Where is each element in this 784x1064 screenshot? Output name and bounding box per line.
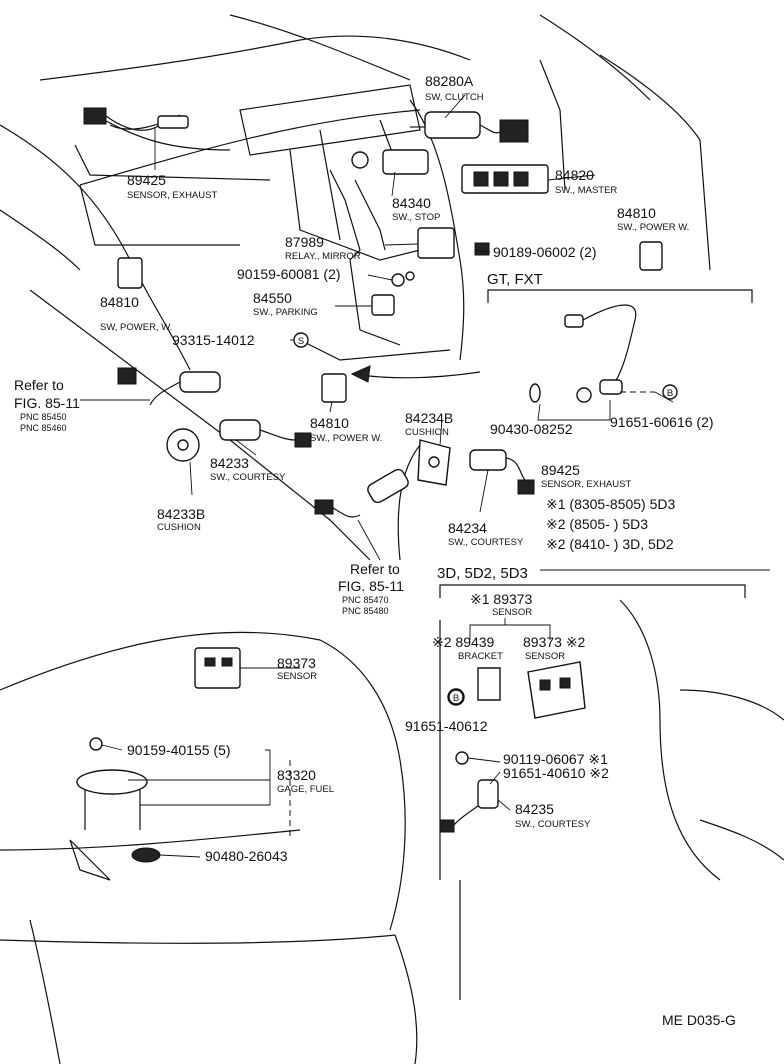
part-desc-87989: RELAY., MIRROR — [285, 251, 361, 262]
part-number-87989: 87989 — [285, 234, 324, 250]
marker-b-lower: B — [448, 689, 464, 705]
part-desc-89373-top: SENSOR — [492, 607, 532, 618]
part-gage-fuel — [69, 737, 161, 881]
part-desc-84810-left: SW, POWER, W. — [100, 322, 172, 333]
part-relay-mirror — [417, 227, 455, 259]
marker-b-lower-label: B — [453, 693, 459, 704]
part-desc-84820: SW., MASTER — [555, 185, 617, 196]
rear-body-right — [439, 599, 784, 1000]
part-desc-84235: SW., COURTESY — [515, 819, 591, 830]
part-sw-courtesy-84235 — [439, 751, 499, 833]
part-number-83320: 83320 — [277, 767, 316, 783]
part-desc-84810-center: SW., POWER W. — [310, 433, 382, 444]
part-number-84234: 84234 — [448, 520, 487, 536]
part-cushion-84233b — [166, 428, 200, 462]
part-sw-courtesy-center — [367, 449, 535, 504]
part-number-84234b: 84234B — [405, 410, 453, 426]
part-number-84235: 84235 — [515, 801, 554, 817]
part-number-91651-40612: 91651-40612 — [405, 718, 488, 734]
part-number-89425-gt: 89425 — [541, 462, 580, 478]
part-sensor-89373-left — [194, 647, 241, 689]
leader-lines — [80, 94, 770, 858]
part-number-84810-center: 84810 — [310, 415, 349, 431]
part-sw-master — [461, 164, 549, 194]
part-gasket-90430 — [529, 383, 541, 403]
marker-s: S — [293, 332, 309, 348]
rear-body-left — [0, 631, 418, 1064]
part-sw-clutch — [410, 111, 529, 143]
part-sw-stop — [351, 149, 429, 175]
part-number-91651-40610: 91651-40610 ※2 — [503, 765, 609, 781]
part-number-84810-left: 84810 — [100, 294, 139, 310]
part-desc-89425-gt: SENSOR, EXHAUST — [541, 479, 631, 490]
part-harness-refer2 — [314, 499, 361, 518]
part-desc-89373-left: SENSOR — [277, 671, 317, 682]
variant-note-3: ※2 (8410- ) 3D, 5D2 — [546, 536, 674, 552]
part-number-90119: 90119-06067 ※1 — [503, 751, 608, 767]
part-desc-84233b: CUSHION — [157, 522, 201, 533]
variant-3d-5d2-5d3: 3D, 5D2, 5D3 — [437, 565, 528, 582]
part-desc-83320: GAGE, FUEL — [277, 784, 334, 795]
part-number-84233: 84233 — [210, 455, 249, 471]
refer-label-2a: Refer to — [350, 561, 400, 577]
part-desc-84233: SW., COURTESY — [210, 472, 286, 483]
variant-gt-fxt: GT, FXT — [487, 271, 543, 288]
part-number-84233b: 84233B — [157, 506, 205, 522]
pnc-85480: PNC 85480 — [342, 606, 389, 616]
marker-s-label: S — [298, 336, 304, 347]
variant-note-1: ※1 (8305-8505) 5D3 — [546, 496, 675, 512]
part-harness-refer1 — [117, 367, 221, 406]
part-desc-88280a: SW, CLUTCH — [425, 92, 484, 103]
pnc-85470: PNC 85470 — [342, 595, 389, 605]
part-number-90159-60081: 90159-60081 (2) — [237, 266, 341, 282]
part-cushion-84234b — [417, 439, 451, 486]
part-desc-84340: SW., STOP — [392, 212, 440, 223]
part-number-84810-right: 84810 — [617, 205, 656, 221]
part-sw-power-w-right — [639, 241, 663, 271]
pnc-85460: PNC 85460 — [20, 423, 67, 433]
diagram-code: ME D035-G — [662, 1012, 736, 1028]
part-sw-power-w-center — [321, 373, 347, 403]
part-number-84550: 84550 — [253, 290, 292, 306]
marker-b-upper-label: B — [667, 388, 673, 399]
part-sensor-exhaust-upper — [83, 107, 189, 131]
part-number-93315: 93315-14012 — [172, 332, 255, 348]
part-desc-84810-right: SW., POWER W. — [617, 222, 689, 233]
part-sensor-exhaust-gt — [564, 304, 655, 403]
refer-label-1b: FIG. 85-11 — [14, 395, 80, 411]
part-number-90189: 90189-06002 (2) — [493, 244, 597, 260]
part-number-90480: 90480-26043 — [205, 848, 288, 864]
marker-b-upper: B — [662, 384, 678, 400]
part-number-89373-top: ※1 89373 — [470, 591, 533, 607]
part-number-89439: ※2 89439 — [432, 634, 495, 650]
part-number-90159-40155: 90159-40155 (5) — [127, 742, 231, 758]
part-number-89373-left: 89373 — [277, 655, 316, 671]
part-clip-90189 — [474, 242, 490, 256]
part-number-84340: 84340 — [392, 195, 431, 211]
part-desc-89373-right: SENSOR — [525, 651, 565, 662]
part-desc-84234: SW., COURTESY — [448, 537, 524, 548]
part-number-89373-right: 89373 ※2 — [523, 634, 586, 650]
part-bolt-90159 — [391, 271, 415, 287]
refer-label-2b: FIG. 85-11 — [338, 578, 404, 594]
part-desc-89425-upper: SENSOR, EXHAUST — [127, 190, 217, 201]
refer-label-1a: Refer to — [14, 377, 64, 393]
part-desc-84234b: CUSHION — [405, 427, 449, 438]
pnc-85450: PNC 85450 — [20, 412, 67, 422]
variant-note-2: ※2 (8505- ) 5D3 — [546, 516, 648, 532]
part-number-88280a: 88280A — [425, 73, 474, 89]
part-sw-courtesy-left — [219, 419, 312, 448]
part-sw-power-w-left — [117, 257, 143, 289]
part-number-91651-60616: 91651-60616 (2) — [610, 414, 714, 430]
part-sensor-89373-right — [527, 661, 586, 719]
part-desc-89439: BRACKET — [458, 651, 503, 662]
part-sw-parking — [371, 294, 395, 316]
part-number-84820: 84820 — [555, 167, 594, 183]
part-desc-84550: SW., PARKING — [253, 307, 318, 318]
part-number-90430: 90430-08252 — [490, 421, 573, 437]
labels: 88280A SW, CLUTCH 84820 SW., MASTER 8481… — [14, 73, 736, 1028]
part-number-89425-upper: 89425 — [127, 172, 166, 188]
